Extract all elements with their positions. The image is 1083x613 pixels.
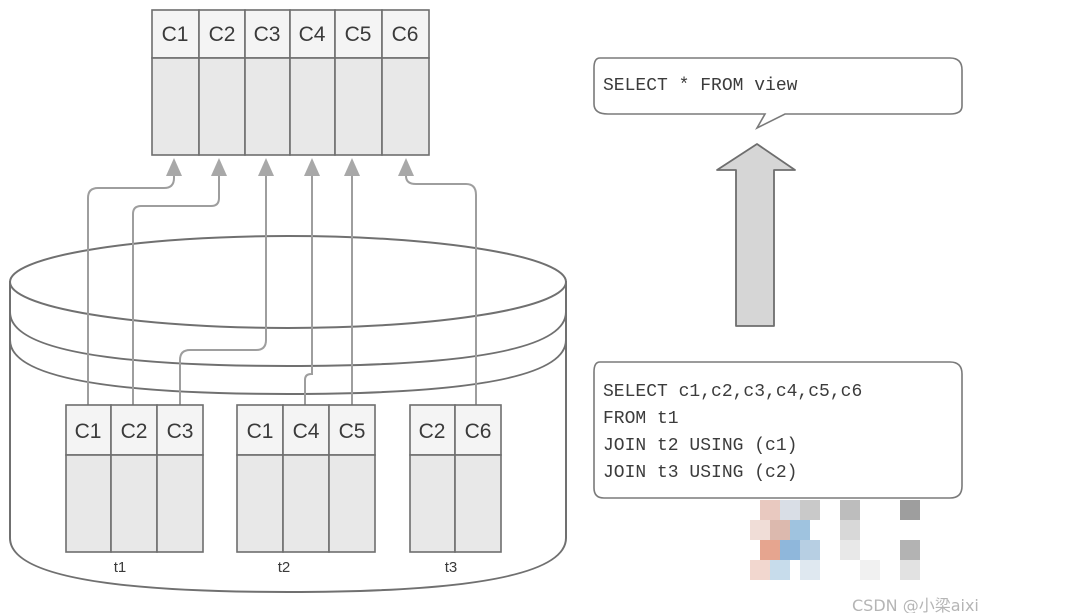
definition-line-2: FROM t1 (603, 409, 679, 429)
view-query-bubble: SELECT * FROM view (593, 57, 963, 130)
watermark-text: CSDN @小梁aixi (852, 596, 979, 613)
view-definition-box: SELECT c1,c2,c3,c4,c5,c6 FROM t1 JOIN t2… (593, 361, 963, 499)
table-name-t2: t2 (278, 559, 291, 576)
view-table: C1 C2 C3 C4 C5 C6 (151, 9, 430, 156)
table-name-t3: t3 (445, 559, 458, 576)
t2-column-c4: C4 (293, 420, 320, 443)
table-t1: C1 C2 C3 t1 (65, 404, 204, 576)
table-t2: C1 C4 C5 t2 (236, 404, 376, 576)
definition-line-3: JOIN t2 USING (c1) (603, 436, 797, 456)
column-connectors (87, 158, 477, 405)
table-name-t1: t1 (114, 559, 127, 576)
table-t3: C2 C6 t3 (409, 404, 502, 576)
t2-column-c5: C5 (339, 420, 366, 443)
connector-c1 (87, 170, 175, 405)
view-column-c1: C1 (162, 23, 189, 46)
connector-c2 (132, 170, 220, 405)
view-column-c5: C5 (345, 23, 372, 46)
t1-column-c2: C2 (121, 420, 148, 443)
connector-c4 (304, 170, 313, 405)
view-column-c6: C6 (392, 23, 419, 46)
view-column-c3: C3 (254, 23, 281, 46)
view-column-c4: C4 (299, 23, 326, 46)
definition-line-1: SELECT c1,c2,c3,c4,c5,c6 (603, 382, 862, 402)
t3-column-c6: C6 (465, 420, 492, 443)
t2-column-c1: C1 (247, 420, 274, 443)
up-arrow-icon (716, 143, 796, 327)
pixelated-image (750, 500, 920, 580)
t1-column-c3: C3 (167, 420, 194, 443)
view-column-c2: C2 (209, 23, 236, 46)
view-query-text: SELECT * FROM view (603, 76, 798, 96)
definition-line-4: JOIN t3 USING (c2) (603, 463, 797, 483)
t1-column-c1: C1 (75, 420, 102, 443)
connector-c6 (405, 170, 477, 405)
t3-column-c2: C2 (419, 420, 446, 443)
connector-c3 (179, 170, 267, 405)
